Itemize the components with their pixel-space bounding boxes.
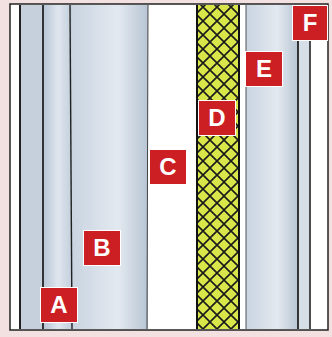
inner-layer — [72, 5, 148, 329]
right-layer — [246, 5, 298, 329]
wall-line — [42, 5, 44, 329]
callout-text: F — [303, 11, 318, 35]
wall-line — [70, 5, 72, 329]
callout-letter: C — [149, 149, 187, 185]
wall-line — [147, 5, 148, 329]
callout-text: D — [208, 106, 225, 130]
callout-letter: B — [83, 230, 121, 266]
wall-line — [309, 5, 311, 329]
wall-line — [19, 5, 21, 329]
hatched-band — [197, 5, 239, 329]
outer-layer — [20, 5, 44, 329]
right-outer-layer — [298, 5, 310, 329]
middle-layer — [44, 5, 72, 329]
callout-text: C — [159, 155, 176, 179]
callout-letter: F — [292, 5, 328, 41]
band-edge — [238, 5, 240, 329]
frame — [10, 4, 328, 330]
callout-letter: E — [245, 51, 283, 87]
callout-letter: D — [198, 100, 236, 136]
callout-letter: A — [40, 287, 78, 323]
yellow-band — [197, 5, 239, 329]
callout-text: B — [93, 236, 110, 260]
callout-text: E — [256, 57, 272, 81]
band-edge — [196, 5, 198, 329]
callout-text: A — [50, 293, 67, 317]
wall-line — [297, 5, 299, 329]
